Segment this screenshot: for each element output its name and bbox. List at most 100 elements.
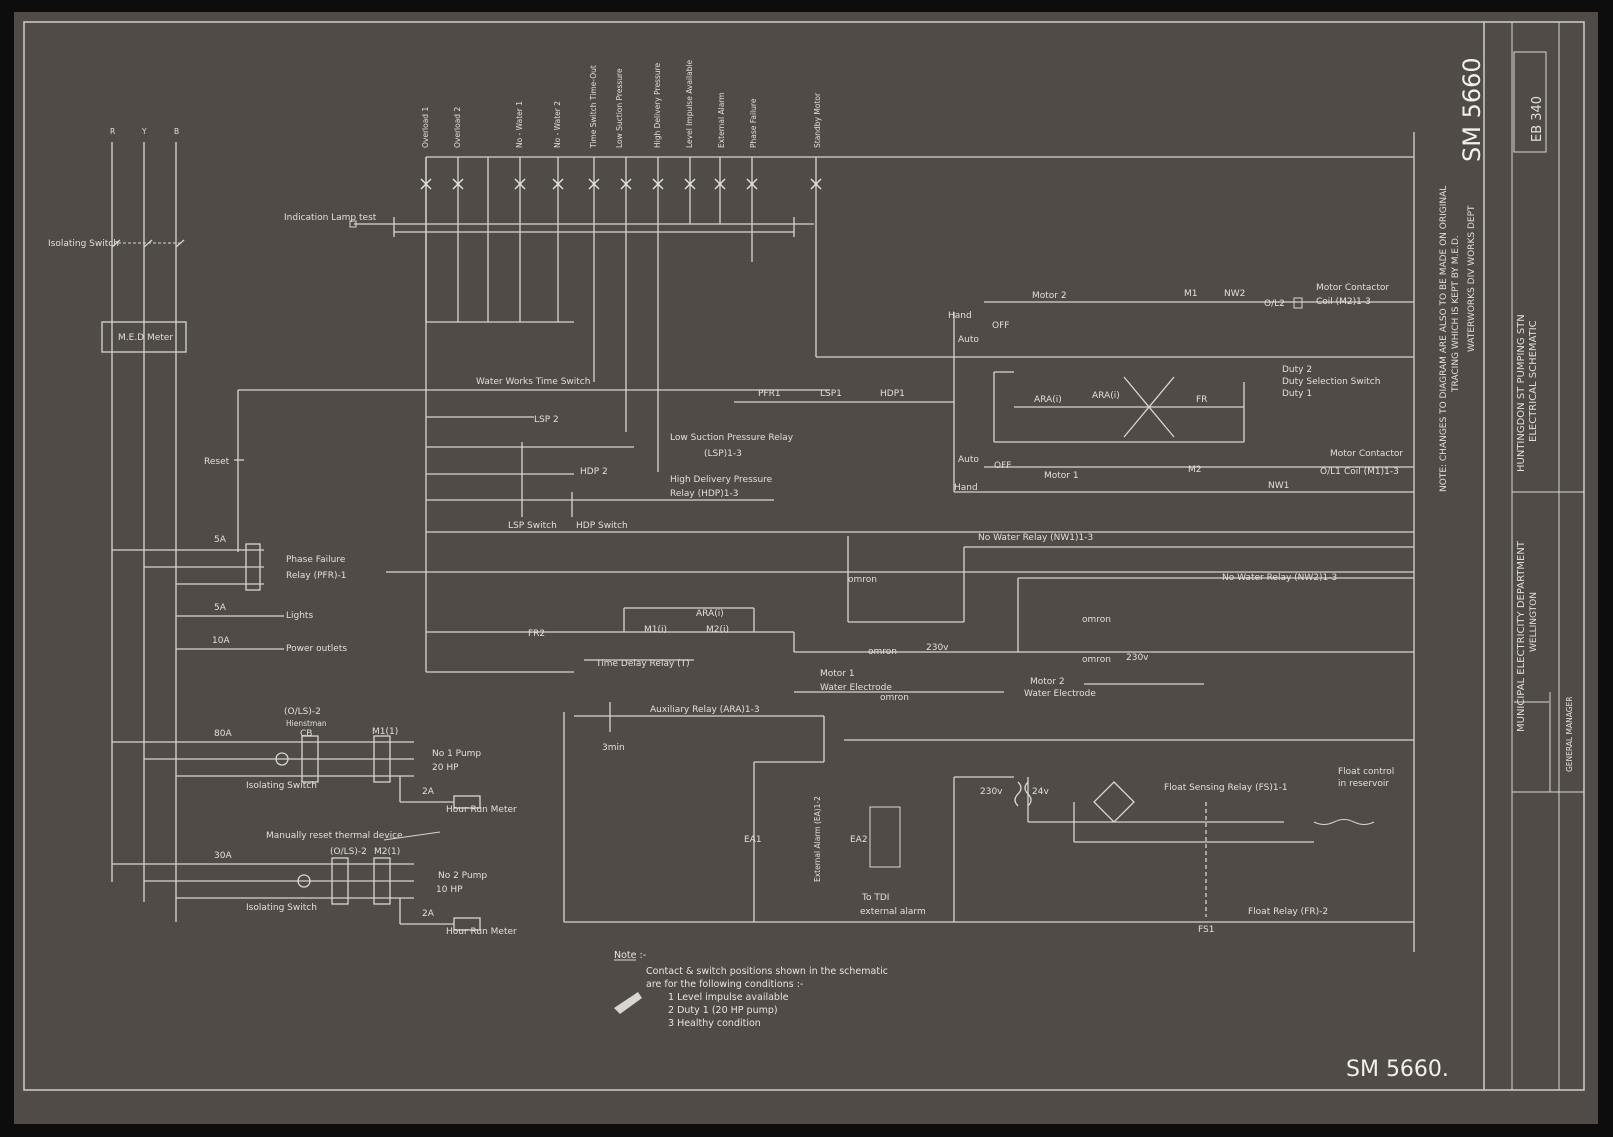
omron-label-3: omron xyxy=(868,647,897,657)
circuit-breaker-1 xyxy=(301,735,319,783)
omron-label-1: omron xyxy=(848,575,877,585)
ind-no-water-1: No - Water 1 xyxy=(515,101,524,148)
fr-label: FR xyxy=(1196,395,1207,405)
fuse-5a-lights: 5A xyxy=(214,603,227,613)
hour-run-2-label: Hour Run Meter xyxy=(446,927,517,937)
phase-failure-relay-label: Relay (PFR)-1 xyxy=(286,571,346,581)
isolating-switch-3: Isolating Switch xyxy=(246,903,317,913)
hour-run-meter-2 xyxy=(453,917,481,931)
ind-phase-failure: Phase Failure xyxy=(749,98,758,148)
v230-label-1: 230v xyxy=(926,643,949,653)
nw1-relay-label: No Water Relay (NW1)1-3 xyxy=(978,533,1093,543)
nw1-contact-label: NW1 xyxy=(1268,481,1289,491)
m2-contact-label: M2 xyxy=(1188,465,1202,475)
m1-contact-label: M1 xyxy=(1184,289,1198,299)
time-delay-relay-label: Time Delay Relay (T) xyxy=(595,659,690,669)
external-alarm-label: external alarm xyxy=(860,907,926,917)
note-line-1: Contact & switch positions shown in the … xyxy=(646,966,888,977)
lsp-relay-label: Low Suction Pressure Relay xyxy=(670,433,794,443)
auto-label-2: Auto xyxy=(958,455,979,465)
note-heading: Note :- xyxy=(614,950,646,961)
contactor-m1 xyxy=(373,735,391,783)
float-sensing-relay-label: Float Sensing Relay (FS)1-1 xyxy=(1164,783,1288,793)
auto-label-1: Auto xyxy=(958,335,979,345)
ammeter-2 xyxy=(297,874,311,888)
bridge-rectifier xyxy=(1093,781,1135,823)
ammeter-1 xyxy=(275,752,289,766)
three-min-label: 3min xyxy=(602,743,625,753)
m2-label: M2(1) xyxy=(374,847,400,857)
power-outlets-label: Power outlets xyxy=(286,644,347,654)
drawing-sheet: SM 5660 EB 340 NOTE: CHANGES TO DIAGRAM … xyxy=(14,12,1598,1124)
note-item-1: 1 Level impulse available xyxy=(668,992,789,1003)
m1i-label: M1(i) xyxy=(644,625,667,635)
ref-code: EB 340 xyxy=(1530,96,1545,142)
ols1-label: (O/LS)-2 xyxy=(330,847,367,857)
indication-labels: Overload 1 Overload 2 No - Water 1 No - … xyxy=(421,59,822,149)
ref-box xyxy=(1513,51,1547,153)
off-label-1: OFF xyxy=(992,321,1009,331)
lsp2-label: LSP 2 xyxy=(534,415,559,425)
motor-contactor-2-label: Motor Contactor xyxy=(1316,283,1389,293)
duty2-label: Duty 2 xyxy=(1282,365,1312,375)
supply-r: R xyxy=(110,127,115,136)
fuse-30a: 30A xyxy=(214,851,232,861)
hand-pointer-mark xyxy=(614,992,642,1014)
hand-label-1: Hand xyxy=(948,311,972,321)
hand-label-2: Hand xyxy=(954,483,978,493)
isolating-switch-2: Isolating Switch xyxy=(246,781,317,791)
ind-standby-motor: Standby Motor xyxy=(813,92,822,148)
fuse-2a-1: 2A xyxy=(422,787,435,797)
fuse-10a: 10A xyxy=(212,636,230,646)
hour-run-1-label: Hour Run Meter xyxy=(446,805,517,815)
lsp-relay-ref: (LSP)1-3 xyxy=(704,449,742,459)
coil-m1-label: Coil (M1)1-3 xyxy=(1344,467,1399,477)
supply-b: B xyxy=(174,127,179,136)
ext-alarm-relay-label: External Alarm (EA)1-2 xyxy=(813,796,822,882)
m2i-label: M2(i) xyxy=(706,625,729,635)
contactor-m2 xyxy=(373,857,391,905)
v230-label-2: 230v xyxy=(1126,653,1149,663)
ol2-contact-label: O/L2 xyxy=(1264,299,1285,309)
ols2-label: (O/LS)-2 xyxy=(284,707,321,717)
aux-relay-label: Auxiliary Relay (ARA)1-3 xyxy=(650,705,760,715)
station-title: HUNTINGDON ST PUMPING STN xyxy=(1516,314,1527,472)
motor2-label: Motor 2 xyxy=(1032,291,1067,301)
float-relay-label: Float Relay (FR)-2 xyxy=(1248,907,1328,917)
ol1-contact-label: O/L1 xyxy=(1320,467,1341,477)
in-reservoir-label: in reservoir xyxy=(1338,779,1389,789)
city-title: WELLINGTON xyxy=(1529,592,1539,652)
off-label-2: OFF xyxy=(994,461,1011,471)
thermal-device-2 xyxy=(331,857,349,905)
hdp-relay-ref: Relay (HDP)1-3 xyxy=(670,489,738,499)
omron-label-4: omron xyxy=(880,693,909,703)
works-dept: WATERWORKS DIV WORKS DEPT xyxy=(1467,205,1477,352)
to-tdi-label: To TDI xyxy=(861,893,889,903)
note-line-2: are for the following conditions :- xyxy=(646,979,803,990)
isolating-switch-main xyxy=(111,239,185,248)
ind-overload-1: Overload 1 xyxy=(421,107,430,148)
drawing-border xyxy=(23,21,1585,1091)
nw2-contact-label: NW2 xyxy=(1224,289,1245,299)
m1-label: M1(1) xyxy=(372,727,398,737)
ara-label-1: ARA(i) xyxy=(1034,395,1062,405)
indication-lamp-label: Indication Lamp test xyxy=(284,213,377,223)
water-works-time-switch: Water Works Time Switch xyxy=(476,377,590,387)
note-item-3: 3 Healthy condition xyxy=(668,1018,761,1029)
pump2-label: No 2 Pump xyxy=(438,871,487,881)
water-electrode-2-label: Water Electrode xyxy=(1024,689,1096,699)
ind-no-water-2: No - Water 2 xyxy=(553,101,562,148)
drawing-number-vertical: SM 5660 xyxy=(1458,57,1486,162)
pump1-label: No 1 Pump xyxy=(432,749,481,759)
water-electrode-1-label: Water Electrode xyxy=(820,683,892,693)
phase-failure-label: Phase Failure xyxy=(286,555,346,565)
motor-contactor-1-label: Motor Contactor xyxy=(1330,449,1403,459)
supply-y: Y xyxy=(141,127,147,136)
manager-title: GENERAL MANAGER xyxy=(1565,697,1574,772)
ind-external-alarm: External Alarm xyxy=(717,92,726,148)
fuse-5a: 5A xyxy=(214,535,227,545)
hour-run-meter-1 xyxy=(453,795,481,809)
pfr1-label: PFR1 xyxy=(758,389,781,399)
reset-label: Reset xyxy=(204,457,230,467)
drawing-number-footer: SM 5660. xyxy=(1346,1057,1449,1082)
